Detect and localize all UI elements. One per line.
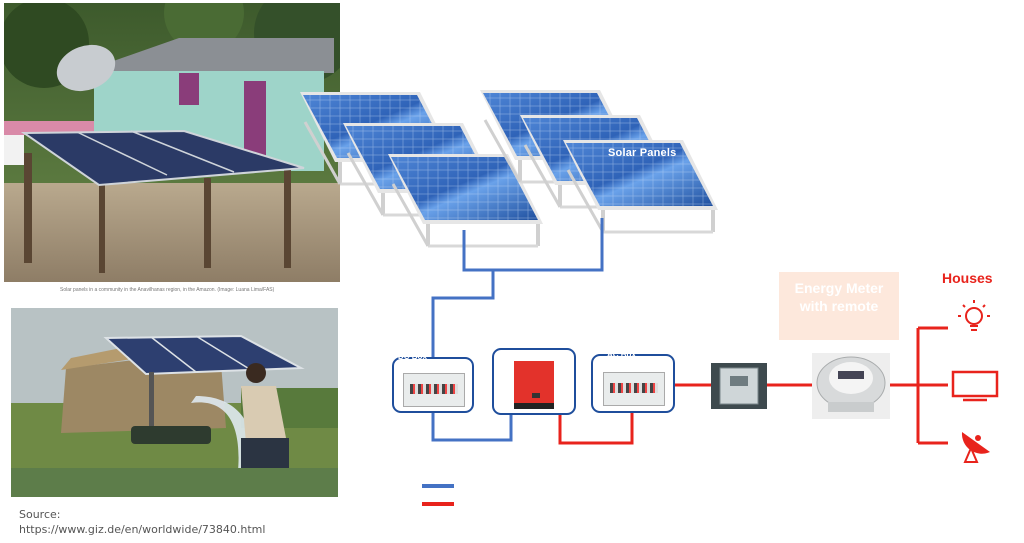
satellite-dish-icon — [961, 432, 990, 463]
junction-box — [711, 363, 767, 409]
source-url[interactable]: https://www.giz.de/en/worldwide/73840.ht… — [19, 523, 266, 536]
light-bulb-icon — [958, 300, 990, 331]
source-credit: Source: https://www.giz.de/en/worldwide/… — [19, 507, 265, 537]
photo-caption: Solar panels in a community in the Anavi… — [60, 287, 275, 293]
dc-combiner-box: DC Box — [392, 352, 474, 413]
dc-wiring — [431, 218, 604, 442]
solar-panels-label: Solar Panels — [608, 147, 677, 159]
photo-solar-pump — [11, 308, 338, 497]
ac-distribution-box: AC Box — [591, 350, 675, 413]
television-icon — [951, 370, 999, 402]
houses-title: Houses — [942, 270, 993, 286]
energy-meter — [812, 353, 890, 419]
ac-box-label: AC Box — [607, 350, 636, 359]
ac-wiring — [558, 326, 948, 445]
dc-box-label: DC Box — [398, 352, 427, 361]
energy-meter-label: Energy Meter with remote — [779, 272, 899, 340]
photo-amazon-house — [4, 3, 340, 282]
ac-breaker-panel — [603, 372, 665, 406]
source-label: Source: — [19, 508, 61, 521]
dc-breaker-panel — [403, 373, 465, 407]
inverter-box — [492, 348, 576, 415]
inverter-unit — [514, 361, 554, 409]
